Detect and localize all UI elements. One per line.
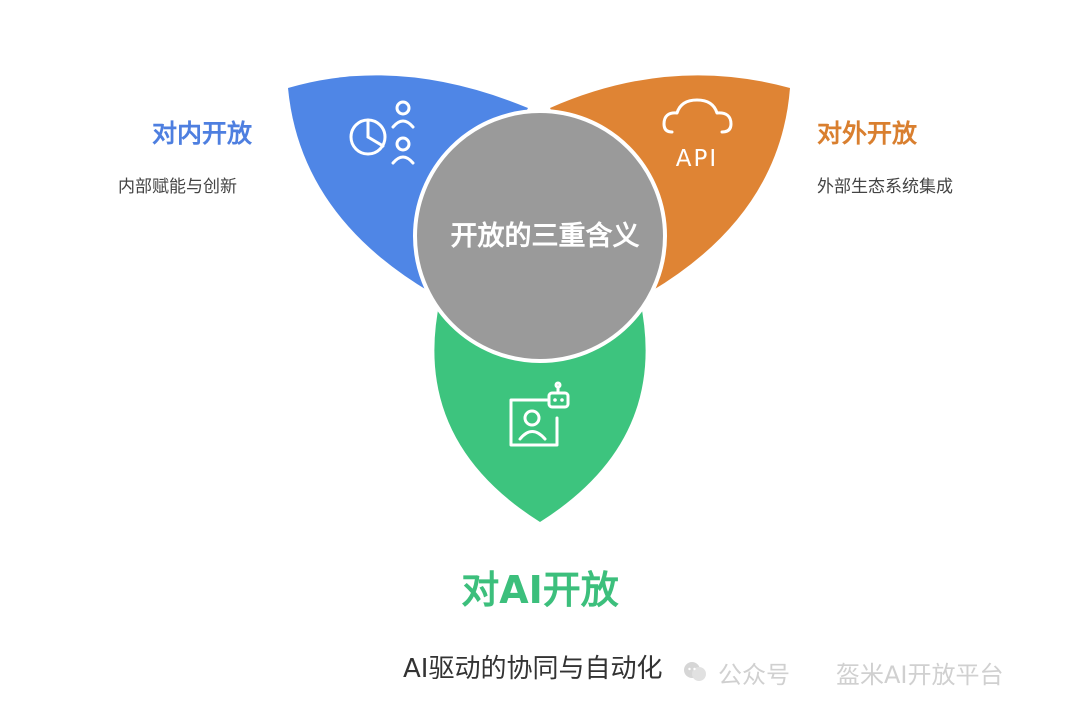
internal-open-subtitle: 内部赋能与创新 [118,177,237,197]
ai-open-title: 对AI开放 [461,568,619,612]
green-petal [434,300,646,522]
center-circle [413,109,667,363]
watermark: 公众号 盔米AI开放平台 [682,652,1004,692]
cloud-api-text: API [676,146,718,172]
wechat-icon [684,662,706,681]
cloud-api-icon: API [662,98,733,172]
external-open-subtitle: 外部生态系统集成 [817,177,953,197]
internal-open-title: 对内开放 [152,119,253,148]
watermark-name: 盔米AI开放平台 [836,660,1004,689]
watermark-channel: 公众号 [718,660,790,689]
ai-open-subtitle: AI驱动的协同与自动化 [403,654,663,684]
robot-profile-icon [509,381,570,447]
chart-and-people-icon [349,100,415,165]
blue-petal [288,75,528,292]
center-label: 开放的三重含义 [451,220,640,252]
external-open-title: 对外开放 [817,119,918,148]
